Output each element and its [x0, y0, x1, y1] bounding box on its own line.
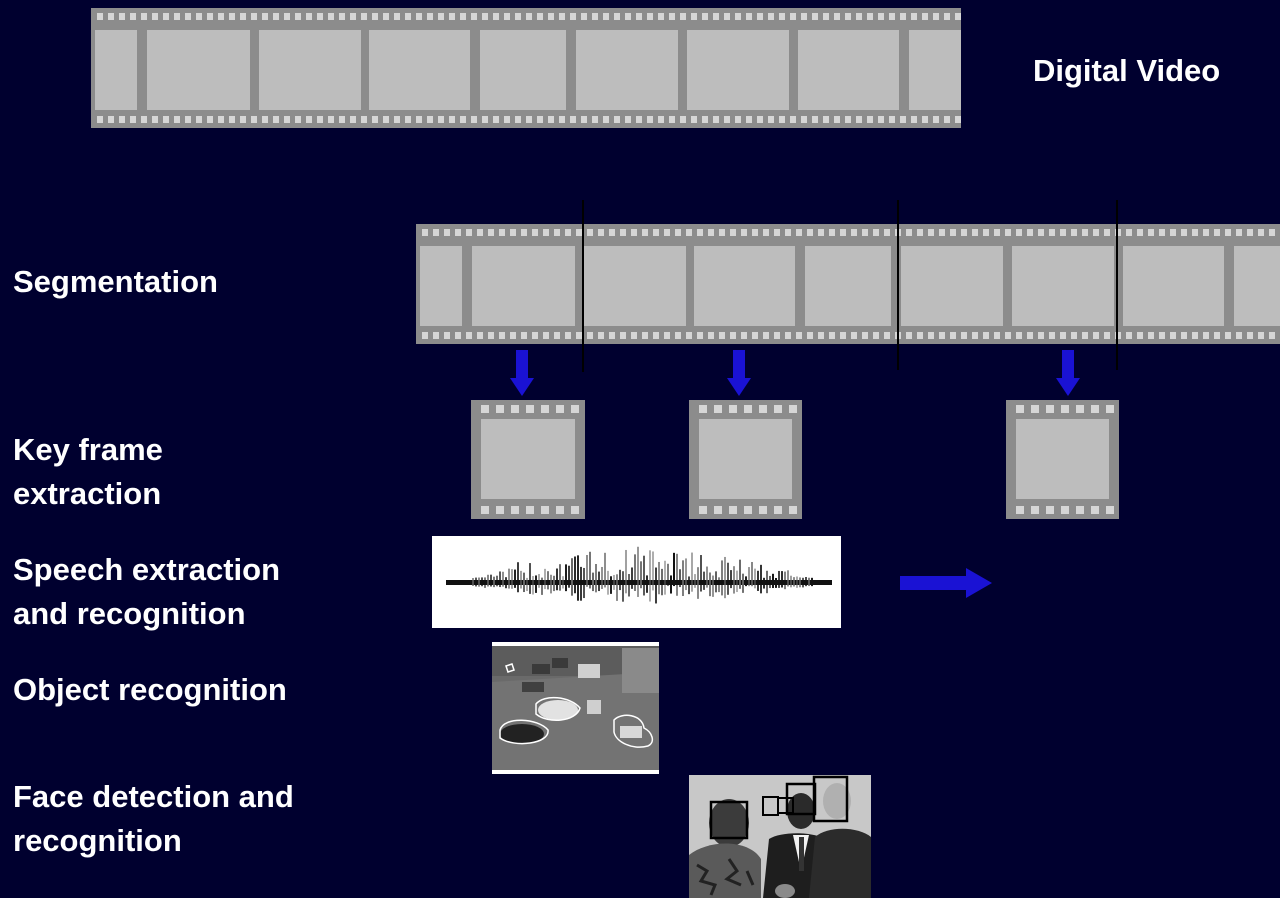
segmentation-label: Segmentation	[13, 264, 218, 299]
faces-image	[689, 775, 871, 898]
segmentation-film-strip	[416, 224, 1280, 344]
audio-waveform-image	[432, 536, 841, 628]
segment-boundary-line	[1116, 200, 1118, 370]
arrow-right-icon	[900, 568, 992, 598]
film-strip-icon	[416, 224, 1280, 344]
arrow-down-icon	[510, 350, 534, 396]
face-detection-label: Face detection and recognition	[13, 779, 294, 858]
film-frame-icon	[689, 400, 802, 519]
digital-video-label: Digital Video	[1033, 53, 1221, 88]
arrow-down-icon	[1056, 350, 1080, 396]
street-scene-image	[492, 642, 659, 774]
digital-video-film-strip	[91, 8, 961, 128]
film-frame-icon	[1006, 400, 1119, 519]
segment-boundary-line	[582, 200, 584, 372]
segment-boundary-line	[897, 200, 899, 370]
film-frame-icon	[471, 400, 585, 519]
speech-extraction-label: Speech extraction and recognition	[13, 552, 281, 631]
film-strip-icon	[91, 8, 961, 128]
object-recognition-label: Object recognition	[13, 672, 287, 707]
key-frame-extraction-label: Key frame extraction	[13, 432, 163, 511]
arrow-down-icon	[727, 350, 751, 396]
